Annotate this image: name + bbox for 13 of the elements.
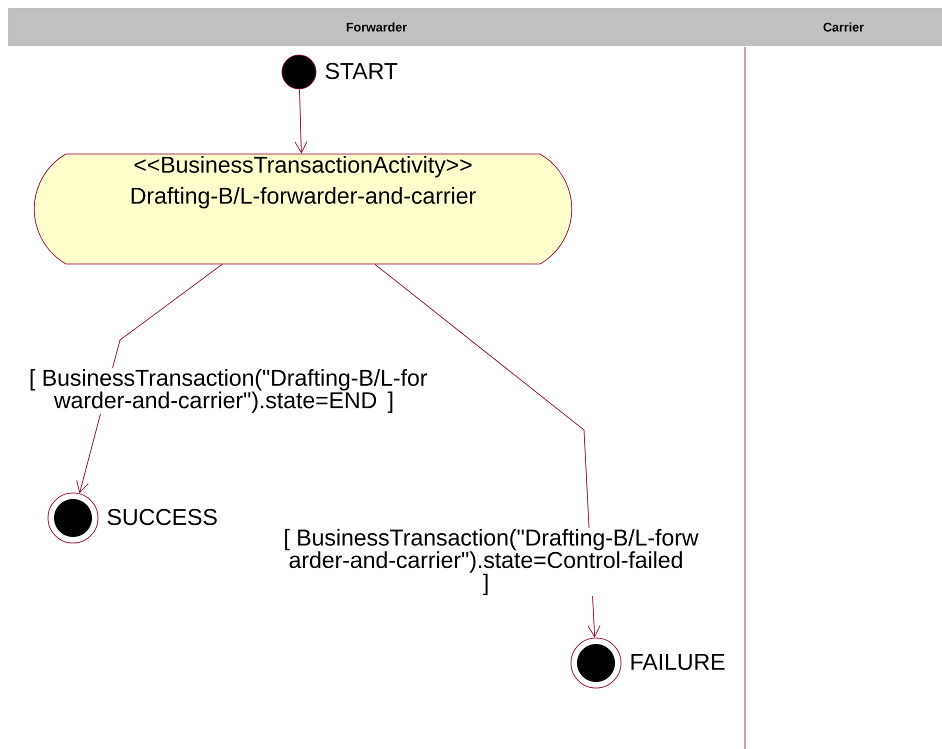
final-state: [48, 492, 98, 544]
guard-label: [ BusinessTransaction("Drafting-B/L-forw arder-and-carrier").state=Control-failed ]: [282, 528, 699, 596]
guard-label: [ BusinessTransaction("Drafting-B/L-for warder-and-carrier").state=END ]: [28, 368, 428, 414]
state-label: START: [326, 62, 398, 80]
node-label: Forwarder: [346, 22, 407, 32]
initial-state: [282, 54, 316, 90]
lane-header: Carrier: [745, 8, 942, 46]
arrow: [294, 89, 308, 154]
final-state: [570, 638, 622, 688]
state-label: FAILURE: [632, 654, 724, 670]
node-label: Carrier: [824, 22, 864, 32]
activity-state: <<BusinessTransactionActivity>> Drafting-B/L-forwarder-and-carrier: [34, 154, 572, 264]
state-label: SUCCESS: [108, 508, 217, 526]
